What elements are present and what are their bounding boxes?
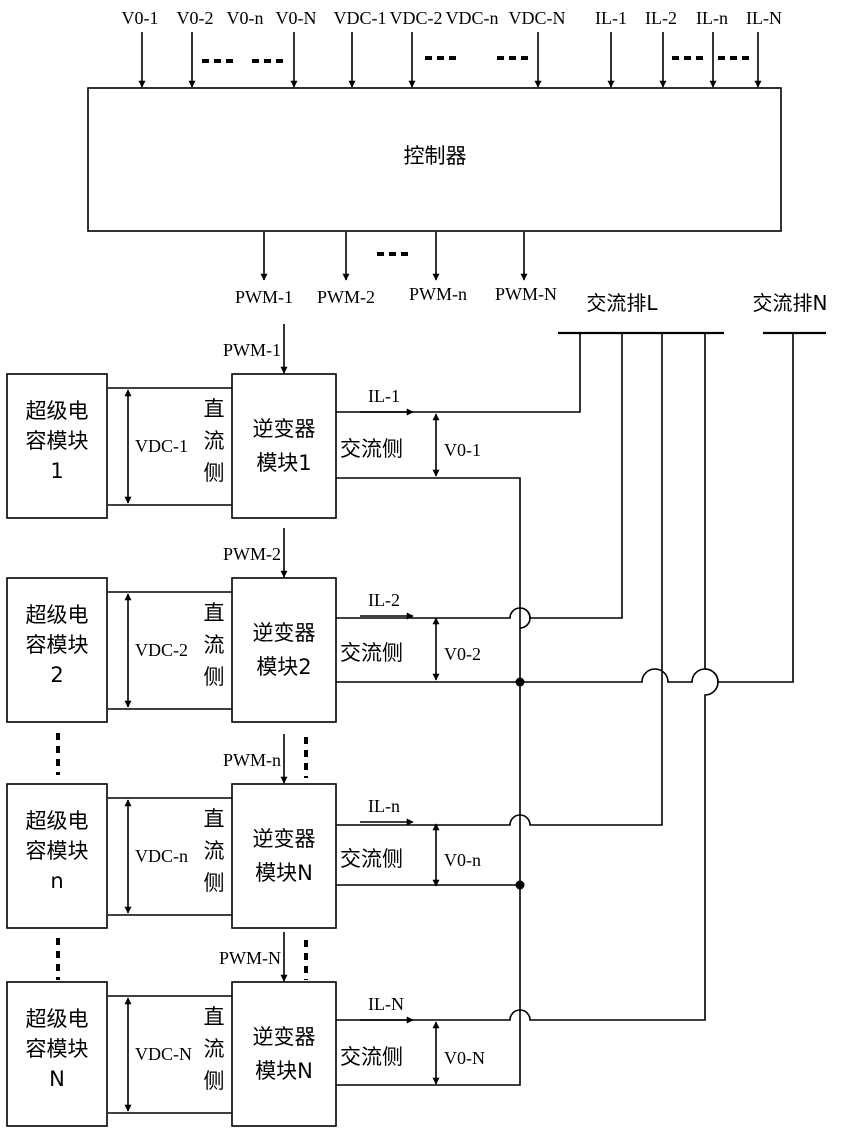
pwm-input-label: PWM-2 [223,544,281,564]
ac-side-label: 交流侧 [340,1045,403,1069]
input-label-vdc-N: VDC-N [509,8,566,28]
bus-n-label: 交流排N [753,291,828,315]
wire-il2-to-bus-l [336,333,622,618]
vo-label: V0-2 [444,644,481,664]
ac-side-label: 交流侧 [340,641,403,665]
ac-side-label: 交流侧 [340,437,403,461]
module-row: 超级电容模块 n VDC-n 直流侧 逆变器模块N PWM-nIL-n 交流侧 V0-n [7,734,481,928]
output-label-pwm-n: PWM-n [409,284,467,304]
supercap-label-line: 容模块 [26,839,89,863]
input-label-vdc-1: VDC-1 [334,8,387,28]
supercap-label-line: 容模块 [26,1037,89,1061]
ac-side-label: 交流侧 [340,847,403,871]
vdc-label: VDC-N [135,1044,192,1064]
inverter-box [232,578,336,722]
module-row: 超级电容模块 1 VDC-1 直流侧 逆变器模块1 PWM-1IL-1 交流侧 V0-1 [7,324,481,518]
vdc-label: VDC-n [135,846,188,866]
inverter-label-line: 模块2 [256,655,311,679]
input-label-vdc-n: VDC-n [446,8,499,28]
input-ellipsis-dashes [202,58,752,61]
controller-output-arrows [264,232,524,280]
inverter-label-line: 模块N [255,1059,313,1083]
il-label: IL-n [368,796,400,816]
input-label-il-1: IL-1 [595,8,627,28]
dc-side-char: 侧 [204,461,225,485]
controller-label: 控制器 [404,144,467,168]
dc-side-char: 直 [204,1005,225,1029]
inverter-label-line: 模块N [255,861,313,885]
dc-side-char: 流 [204,1037,225,1061]
input-label-vo-N: V0-N [276,8,317,28]
supercap-label-line: 超级电 [26,809,89,833]
dc-side-char: 直 [204,601,225,625]
inverter-box [232,982,336,1126]
junction-dot-row-n [516,881,525,890]
vdc-label: VDC-2 [135,640,188,660]
junction-dot-row-2 [516,678,525,687]
dc-side-char: 侧 [204,665,225,689]
vo-label: V0-1 [444,440,481,460]
wiring [336,333,793,1085]
output-label-pwm-N: PWM-N [495,284,557,304]
pwm-input-label: PWM-1 [223,340,281,360]
supercap-label-line: 超级电 [26,399,89,423]
inverter-label-line: 逆变器 [253,621,316,645]
input-label-il-n: IL-n [696,8,728,28]
il-label: IL-2 [368,590,400,610]
output-label-pwm-1: PWM-1 [235,287,293,307]
inverter-label-line: 逆变器 [253,417,316,441]
input-label-il-N: IL-N [746,8,782,28]
supercap-label-line: 1 [50,459,63,483]
wire-iln-to-bus-l [336,333,662,825]
supercap-label-line: 容模块 [26,429,89,453]
supercap-label-line: 容模块 [26,633,89,657]
module-row: 超级电容模块 2 VDC-2 直流侧 逆变器模块2 PWM-2IL-2 交流侧 V0-2 [7,528,481,722]
dc-side-char: 侧 [204,871,225,895]
bus-l-label: 交流排L [586,291,658,315]
module-row: 超级电容模块 N VDC-N 直流侧 逆变器模块N PWM-N IL-N 交流侧 V0-N [7,932,485,1126]
supercap-label-line: 2 [50,663,63,687]
dc-side-char: 流 [204,429,225,453]
il-label: IL-1 [368,386,400,406]
module-rows: 超级电容模块1VDC-1直流侧逆变器模块1PWM-1IL-1交流侧V0-1超级电… [7,324,485,1126]
dc-side-char: 直 [204,397,225,421]
inverter-label-line: 逆变器 [253,1025,316,1049]
inverter-box [232,374,336,518]
input-label-vo-n: V0-n [227,8,264,28]
input-label-vdc-2: VDC-2 [390,8,443,28]
input-label-vo-1: V0-1 [122,8,159,28]
vdc-label: VDC-1 [135,436,188,456]
supercap-label-line: 超级电 [26,603,89,627]
dc-side-char: 直 [204,807,225,831]
dc-side-char: 流 [204,633,225,657]
inverter-label-line: 逆变器 [253,827,316,851]
dc-side-char: 流 [204,839,225,863]
wire-neutral-hop-2 [520,608,530,628]
supercap-label-line: n [50,869,63,893]
dc-side-char: 侧 [204,1069,225,1093]
input-label-il-2: IL-2 [645,8,677,28]
supercap-label-line: N [49,1067,65,1091]
inverter-label-line: 模块1 [256,451,311,475]
supercap-label-line: 超级电 [26,1007,89,1031]
wire-neutral-row-2 [336,333,793,682]
wire-neutral-trunk [336,478,520,1085]
vo-label: V0-N [444,1048,485,1068]
inverter-box [232,784,336,928]
vo-label: V0-n [444,850,481,870]
pwm-input-label: PWM-n [223,750,281,770]
il-label: IL-N [368,994,404,1014]
output-label-pwm-2: PWM-2 [317,287,375,307]
input-label-vo-2: V0-2 [177,8,214,28]
pwm-input-label: PWM-N [219,948,281,968]
